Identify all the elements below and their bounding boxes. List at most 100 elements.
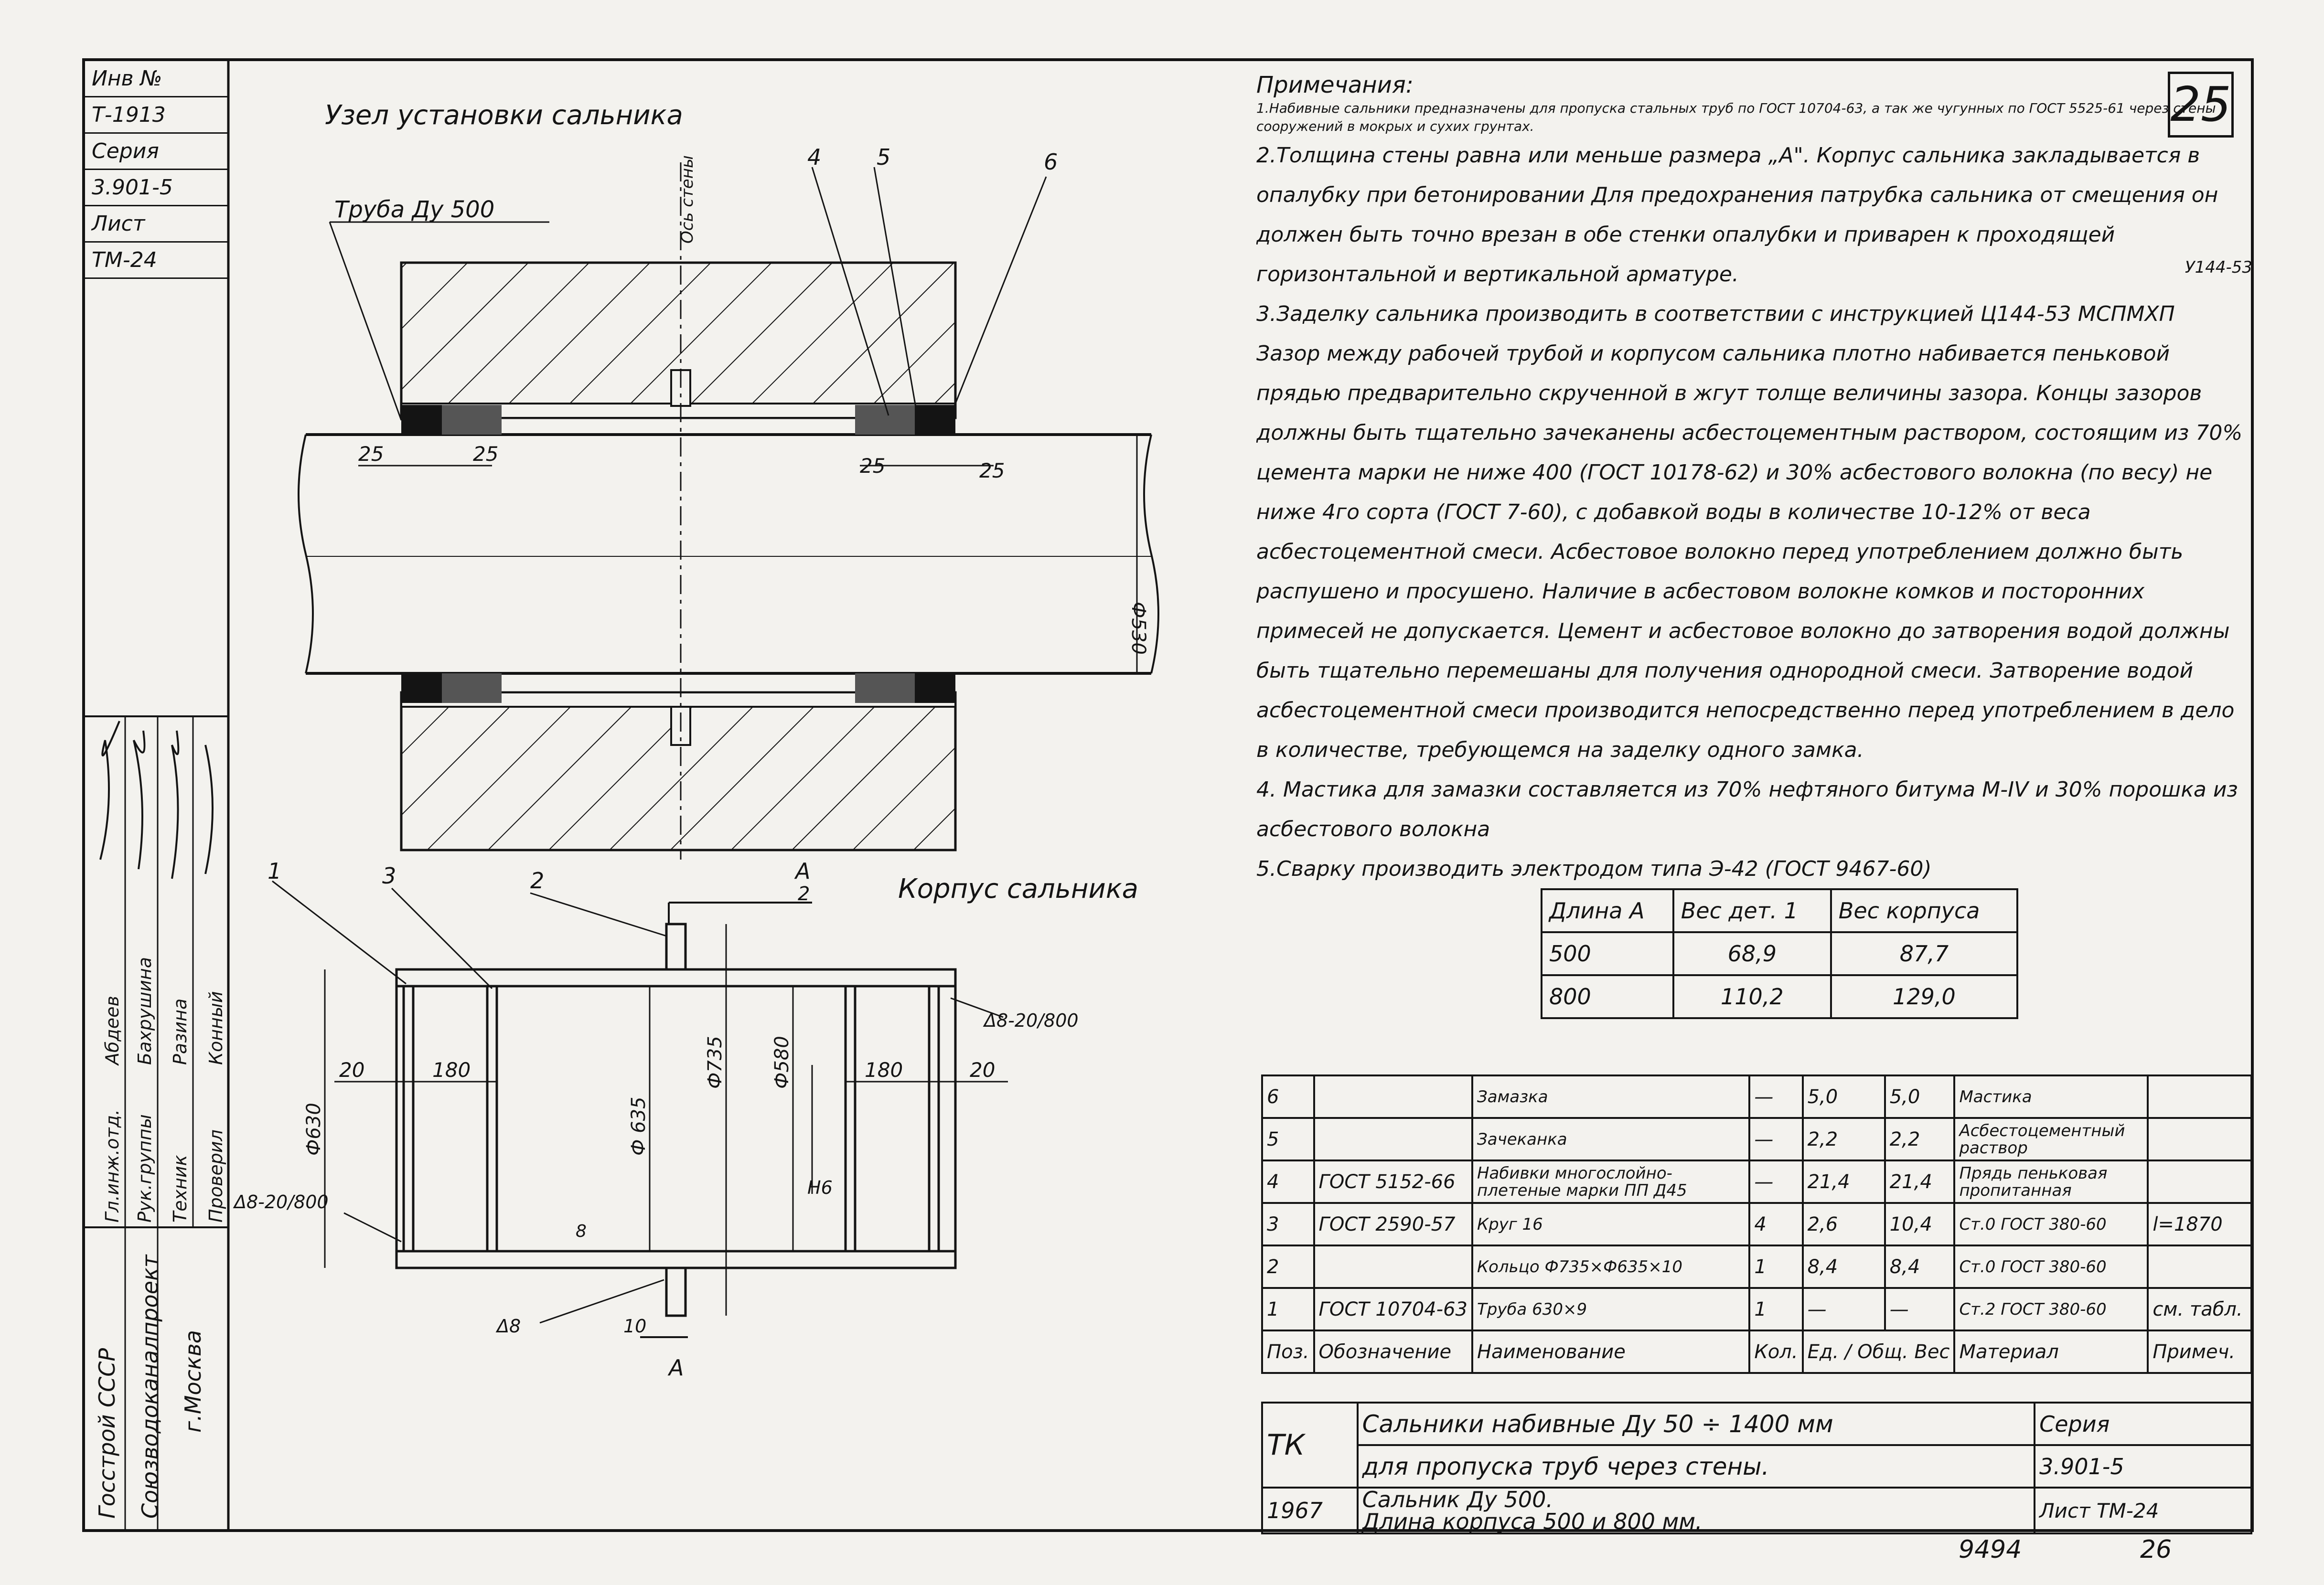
spec-cell: 2,2 — [1884, 1117, 1956, 1161]
weights-header-length: Длина А — [1541, 888, 1674, 933]
spec-cell: 6 — [1261, 1074, 1315, 1119]
spec-cell: l=1870 — [2147, 1202, 2252, 1246]
spec-cell: Круг 16 — [1471, 1202, 1751, 1246]
callout-4: 4 — [807, 144, 821, 170]
callout-5: 5 — [877, 144, 890, 170]
section-label-a-bottom: А — [667, 1355, 684, 1381]
header-inv-value: Т-1913 — [85, 97, 228, 134]
dim-d580: Ф580 — [771, 1036, 793, 1089]
weights-row2-part1: 110,2 — [1672, 974, 1832, 1019]
spec-header-material: Материал — [1953, 1330, 2149, 1374]
weights-row2-body: 129,0 — [1830, 974, 2019, 1019]
dim-25-a: 25 — [358, 442, 384, 466]
dim-8: 8 — [576, 1222, 587, 1241]
name-1: Абдеев — [102, 996, 123, 1066]
header-sheet-label: Лист — [85, 206, 228, 243]
sheet-frame — [82, 58, 2254, 1532]
spec-cell: 8,4 — [1801, 1245, 1886, 1289]
dim-25-d: 25 — [979, 459, 1005, 482]
callout-1: 1 — [268, 858, 281, 884]
title-series-label: Серия — [2034, 1402, 2252, 1446]
note-3-body: Зазор между рабочей трубой и корпусом са… — [1256, 341, 2243, 762]
signature-3 — [171, 730, 180, 879]
spec-cell: Асбестоцементный раствор — [1953, 1117, 2149, 1161]
bottom-view-title: Корпус сальника — [898, 873, 1138, 904]
role-2: Рук.группы — [134, 1114, 155, 1223]
role-4: Проверил — [205, 1129, 226, 1223]
spec-sub-unit: Ед. — [1807, 1340, 1839, 1363]
role-1: Гл.инж.отд. — [102, 1109, 123, 1223]
section-label-a: А — [794, 858, 810, 884]
spec-cell: 1 — [1748, 1245, 1804, 1289]
org-gosstroy: Госстрой СССР — [94, 1348, 120, 1519]
spec-cell: 2,6 — [1801, 1202, 1886, 1246]
weights-row2-length: 800 — [1541, 974, 1674, 1019]
notes-block: Примечания: 1.Набивные сальники предназн… — [1256, 71, 2245, 883]
spec-cell: ГОСТ 10704-63 — [1313, 1287, 1473, 1331]
header-inv: Инв № — [85, 61, 228, 97]
spec-header-weight-label: Вес — [1914, 1340, 1950, 1363]
title-line4: Длина корпуса 500 и 800 мм. — [1362, 1509, 1703, 1533]
spec-cell: Ст.2 ГОСТ 380-60 — [1953, 1287, 2149, 1331]
weights-header-body: Вес корпуса — [1830, 888, 2019, 933]
note-1: 1.Набивные сальники предназначены для пр… — [1256, 100, 2216, 134]
spec-cell: см. табл. — [2147, 1287, 2252, 1331]
weights-header-part1: Вес дет. 1 — [1672, 888, 1832, 933]
title-year: 1967 — [1261, 1487, 1359, 1534]
note-5: 5.Сварку производить электродом типа Э-4… — [1256, 857, 1932, 881]
spec-header-name: Наименование — [1471, 1330, 1751, 1374]
spec-cell: — — [1748, 1159, 1804, 1204]
spec-cell — [2147, 1245, 2252, 1289]
header-series-value: 3.901-5 — [85, 170, 228, 206]
title-line1: Сальники набивные Ду 50 ÷ 1400 мм — [1356, 1402, 2036, 1446]
note-3: 3.Заделку сальника производить в соответ… — [1256, 302, 2175, 326]
signature-2 — [133, 730, 146, 870]
callout-2: 2 — [530, 868, 544, 894]
spec-header-code: Обозначение — [1313, 1330, 1473, 1374]
weld-note-right: Δ8-20/800 — [983, 1010, 1079, 1031]
dim-20-left: 20 — [339, 1058, 364, 1082]
spec-cell: Кольцо Ф735×Ф635×10 — [1471, 1245, 1751, 1289]
spec-cell — [2147, 1074, 2252, 1119]
spec-cell: Мастика — [1953, 1074, 2149, 1119]
spec-cell: 2 — [1261, 1245, 1315, 1289]
dim-d630: Ф630 — [303, 1103, 325, 1156]
spec-cell — [2147, 1117, 2252, 1161]
spec-cell: Ст.0 ГОСТ 380-60 — [1953, 1245, 2149, 1289]
dim-d635: Ф 635 — [628, 1097, 650, 1156]
dim-180-left: 180 — [432, 1058, 471, 1082]
dim-180-right: 180 — [865, 1058, 903, 1082]
callout-3: 3 — [382, 863, 396, 889]
spec-cell: ГОСТ 5152-66 — [1313, 1159, 1473, 1204]
title-line2: для пропуска труб через стены. — [1356, 1444, 2036, 1489]
dim-d530: Ф530 — [1127, 602, 1149, 655]
title-line3: Сальник Ду 500. — [1362, 1488, 1553, 1512]
spec-header-weight: Ед. / Общ. Вес — [1801, 1330, 1956, 1374]
spec-cell: ГОСТ 2590-57 — [1313, 1202, 1473, 1246]
spec-cell: Ст.0 ГОСТ 380-60 — [1953, 1202, 2149, 1246]
weights-row1-part1: 68,9 — [1672, 931, 1832, 976]
spec-cell: 4 — [1748, 1202, 1804, 1246]
org-city: г.Москва — [180, 1330, 206, 1433]
name-2: Бахрушина — [134, 957, 155, 1065]
note-2: 2.Толщина стены равна или меньше размера… — [1256, 143, 2218, 287]
spec-cell: 4 — [1261, 1159, 1315, 1204]
spec-cell: 5,0 — [1801, 1074, 1886, 1119]
spec-cell: — — [1801, 1287, 1886, 1331]
top-view-wall-section — [298, 162, 1159, 860]
title-org: ТК — [1261, 1402, 1359, 1489]
signature-4 — [204, 745, 214, 874]
header-series-label: Серия — [85, 134, 228, 170]
dim-10: 10 — [623, 1316, 646, 1337]
name-4: Конный — [205, 991, 226, 1065]
bottom-view-sleeve-body — [272, 880, 1008, 1338]
spec-cell: — — [1748, 1117, 1804, 1161]
corner-code: У144-53 — [2185, 258, 2252, 277]
spec-cell: Замазка — [1471, 1074, 1751, 1119]
